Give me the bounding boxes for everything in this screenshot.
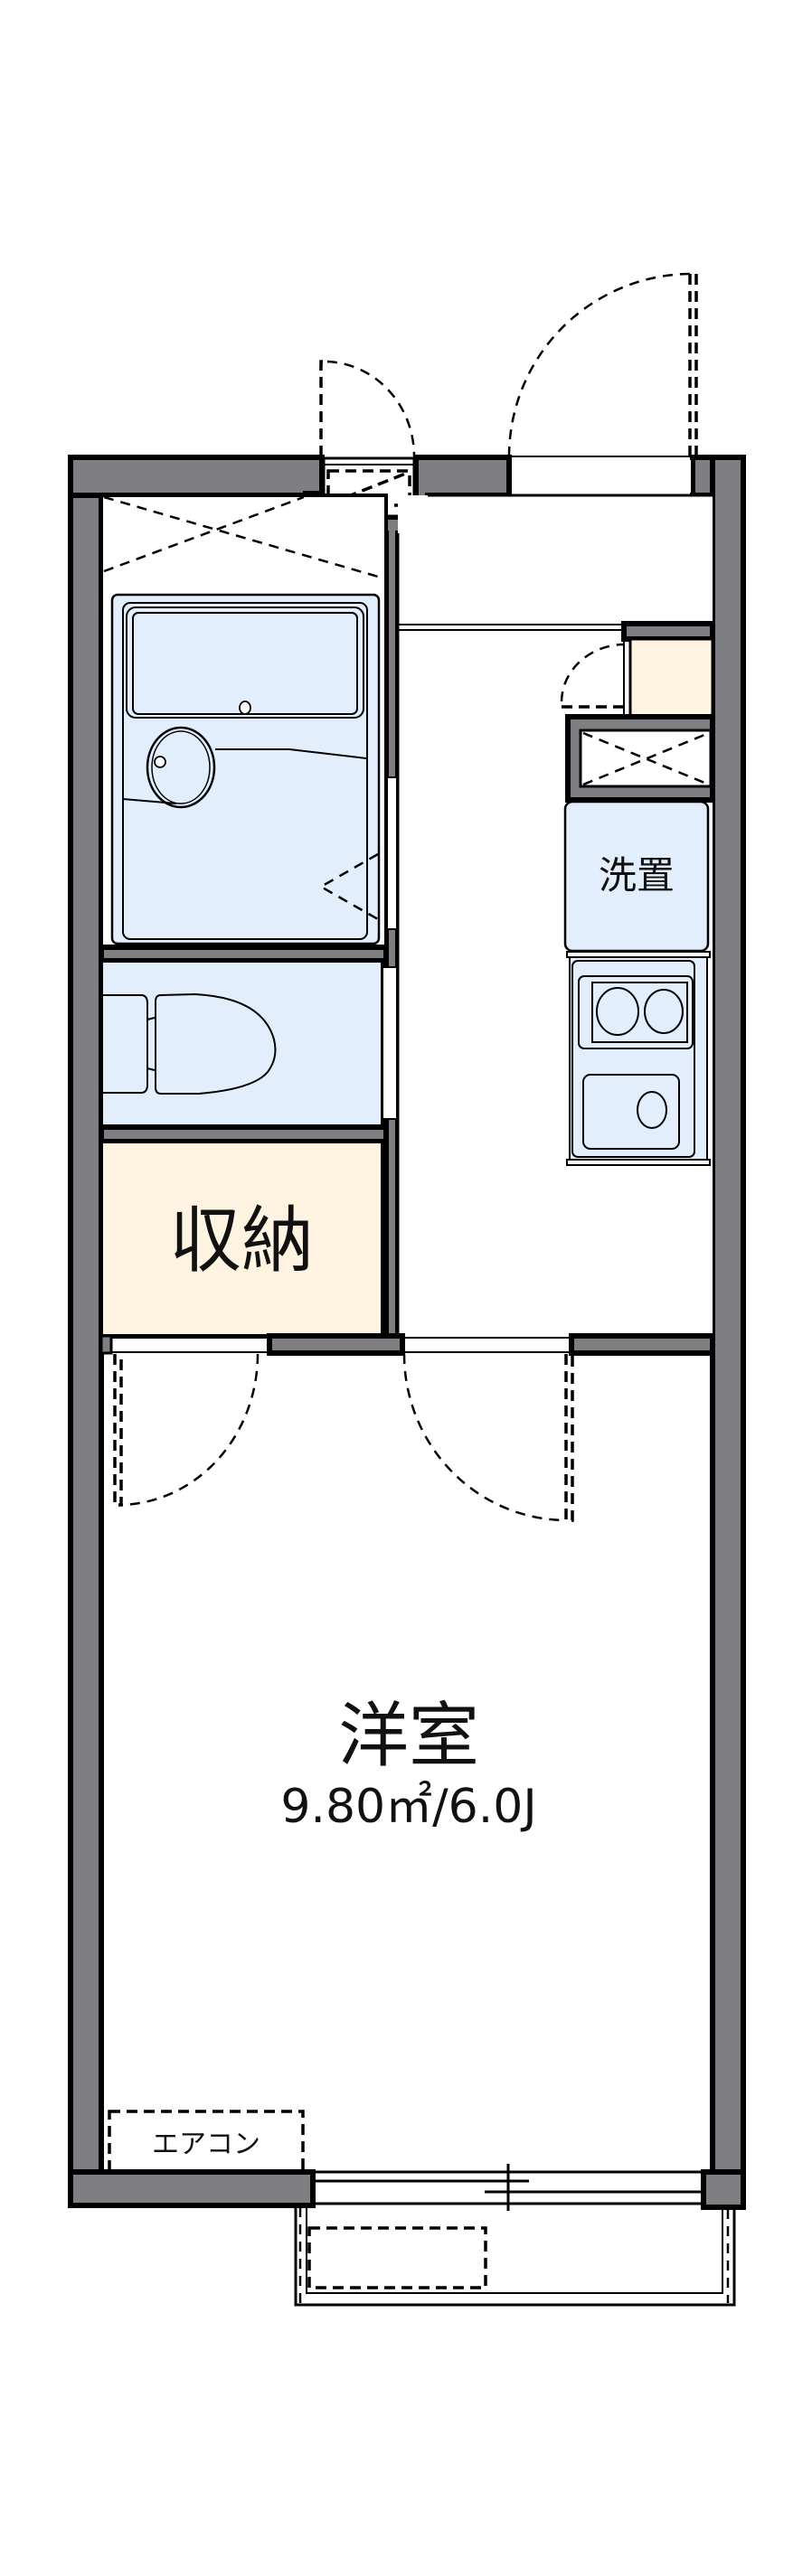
kitchen-unit bbox=[566, 951, 711, 1166]
toilet bbox=[103, 992, 277, 1095]
partition-wall bbox=[99, 945, 389, 964]
stove bbox=[578, 975, 694, 1049]
aircon: エアコン bbox=[108, 2110, 305, 2173]
room-door[interactable] bbox=[402, 1353, 574, 1522]
bathtub bbox=[110, 593, 381, 945]
balcony bbox=[294, 2205, 736, 2307]
western-room: 洋室 9.80㎡/6.0J bbox=[99, 1353, 714, 2172]
sink bbox=[582, 1074, 680, 1150]
exterior-walls bbox=[68, 455, 746, 2210]
storage-door[interactable] bbox=[113, 1353, 260, 1507]
partition-wall bbox=[99, 1124, 389, 1144]
mid-walls bbox=[99, 1333, 715, 1356]
pipe-space bbox=[565, 714, 715, 803]
outdoor-unit bbox=[307, 2226, 487, 2289]
shoe-cabinet bbox=[559, 621, 715, 719]
storage: 収納 bbox=[99, 1140, 384, 1338]
meter-box-door bbox=[319, 360, 416, 457]
washer-space: 洗置 bbox=[563, 800, 710, 953]
balcony-window[interactable] bbox=[313, 2164, 703, 2211]
entrance-opening bbox=[512, 460, 691, 493]
room-label: 洋室 bbox=[338, 1696, 479, 1777]
storage-label: 収納 bbox=[169, 1199, 314, 1283]
bathroom bbox=[99, 494, 398, 949]
washer-label: 洗置 bbox=[599, 853, 675, 898]
entrance-door[interactable] bbox=[507, 272, 698, 457]
aircon-label: エアコン bbox=[152, 2129, 260, 2160]
toilet-room bbox=[99, 959, 398, 1129]
room-area: 9.80㎡/6.0J bbox=[280, 1780, 536, 1834]
